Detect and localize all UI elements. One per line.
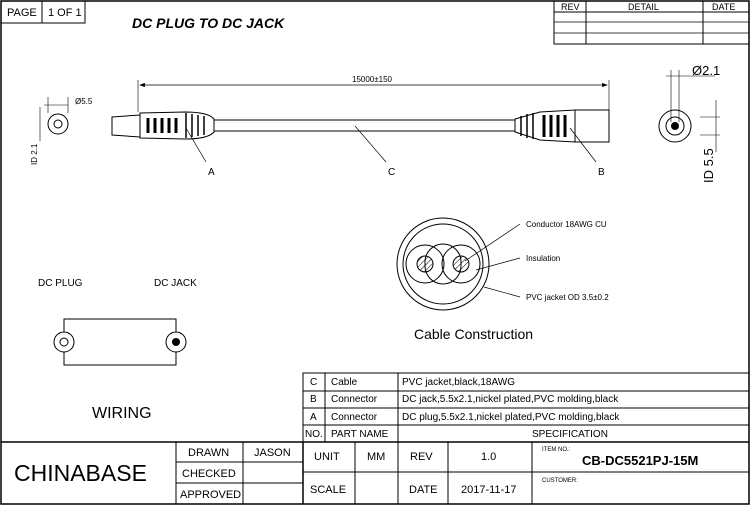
- item-no-label: ITEM NO.:: [542, 447, 571, 453]
- approved-label: APPROVED: [180, 489, 241, 501]
- wiring-plug-label: DC PLUG: [38, 278, 83, 289]
- parts-row-c-part: Cable: [331, 377, 358, 388]
- unit-label: UNIT: [314, 451, 340, 463]
- drawn-value: JASON: [254, 447, 291, 459]
- scale-label: SCALE: [310, 484, 346, 496]
- jack-end-view: Ø2.1 ID 5.5: [658, 63, 720, 183]
- plug-end-view: Ø5.5 ID 2.1: [30, 97, 93, 165]
- company-name: CHINABASE: [14, 460, 147, 486]
- dc-jack: [514, 109, 610, 143]
- length-dimension: 15000±150: [137, 75, 610, 112]
- parts-row-a-spec: DC plug,5.5x2.1,nickel plated,PVC moldin…: [402, 412, 620, 423]
- customer-label: CUSTOMER:: [542, 478, 578, 484]
- date-header: DATE: [712, 2, 735, 12]
- wiring-diagram: DC PLUG DC JACK WIRING: [38, 278, 197, 422]
- parts-row-b-part: Connector: [331, 394, 378, 405]
- parts-header-no: NO.: [305, 429, 323, 440]
- parts-row-b-spec: DC jack,5.5x2.1,nickel plated,PVC moldin…: [402, 394, 619, 405]
- item-no-value: CB-DC5521PJ-15M: [582, 453, 698, 468]
- insulation-label: Insulation: [526, 254, 560, 263]
- plug-id-label: ID 2.1: [30, 143, 39, 165]
- detail-header: DETAIL: [628, 2, 659, 12]
- parts-header-specification: SPECIFICATION: [532, 429, 608, 440]
- parts-row-a-no: A: [310, 412, 317, 423]
- length-label: 15000±150: [352, 75, 393, 84]
- parts-row-c-spec: PVC jacket,black,18AWG: [402, 377, 515, 388]
- title-block: CHINABASE DRAWN JASON CHECKED APPROVED U…: [1, 441, 749, 504]
- checked-label: CHECKED: [182, 468, 236, 480]
- drawing-title: DC PLUG TO DC JACK: [132, 15, 285, 31]
- parts-header-part-name: PART NAME: [331, 429, 389, 440]
- unit-value: MM: [367, 451, 385, 463]
- date-label: DATE: [409, 484, 438, 496]
- callout-a: A: [208, 167, 215, 178]
- page-label: PAGE: [7, 7, 37, 19]
- rev-header: REV: [561, 2, 580, 12]
- wiring-title: WIRING: [92, 405, 152, 422]
- revision-table: REV DETAIL DATE: [553, 0, 750, 45]
- drawn-label: DRAWN: [188, 447, 229, 459]
- conductor-label: Conductor 18AWG CU: [526, 220, 607, 229]
- callout-b: B: [598, 167, 605, 178]
- rev-label: REV: [410, 451, 433, 463]
- parts-row-a-part: Connector: [331, 412, 378, 423]
- page-value: 1 OF 1: [48, 7, 82, 19]
- plug-diameter-label: Ø5.5: [75, 97, 93, 106]
- dc-plug: [111, 111, 215, 140]
- rev-value: 1.0: [481, 451, 496, 463]
- page-box: PAGE 1 OF 1: [0, 0, 86, 24]
- cable-cross-section: Conductor 18AWG CU Insulation PVC jacket…: [396, 217, 609, 342]
- wiring-jack-label: DC JACK: [154, 278, 197, 289]
- cable: [214, 119, 515, 132]
- parts-list: C Cable PVC jacket,black,18AWG B Connect…: [302, 372, 750, 443]
- jack-diameter-label: Ø2.1: [692, 63, 720, 78]
- date-value: 2017-11-17: [461, 484, 516, 496]
- jacket-label: PVC jacket OD 3.5±0.2: [526, 293, 609, 302]
- cable-construction-title: Cable Construction: [414, 326, 533, 342]
- parts-row-b-no: B: [310, 394, 317, 405]
- jack-id-label: ID 5.5: [701, 148, 716, 183]
- callout-c: C: [388, 167, 395, 178]
- parts-row-c-no: C: [310, 377, 317, 388]
- callouts: A C B: [185, 125, 605, 178]
